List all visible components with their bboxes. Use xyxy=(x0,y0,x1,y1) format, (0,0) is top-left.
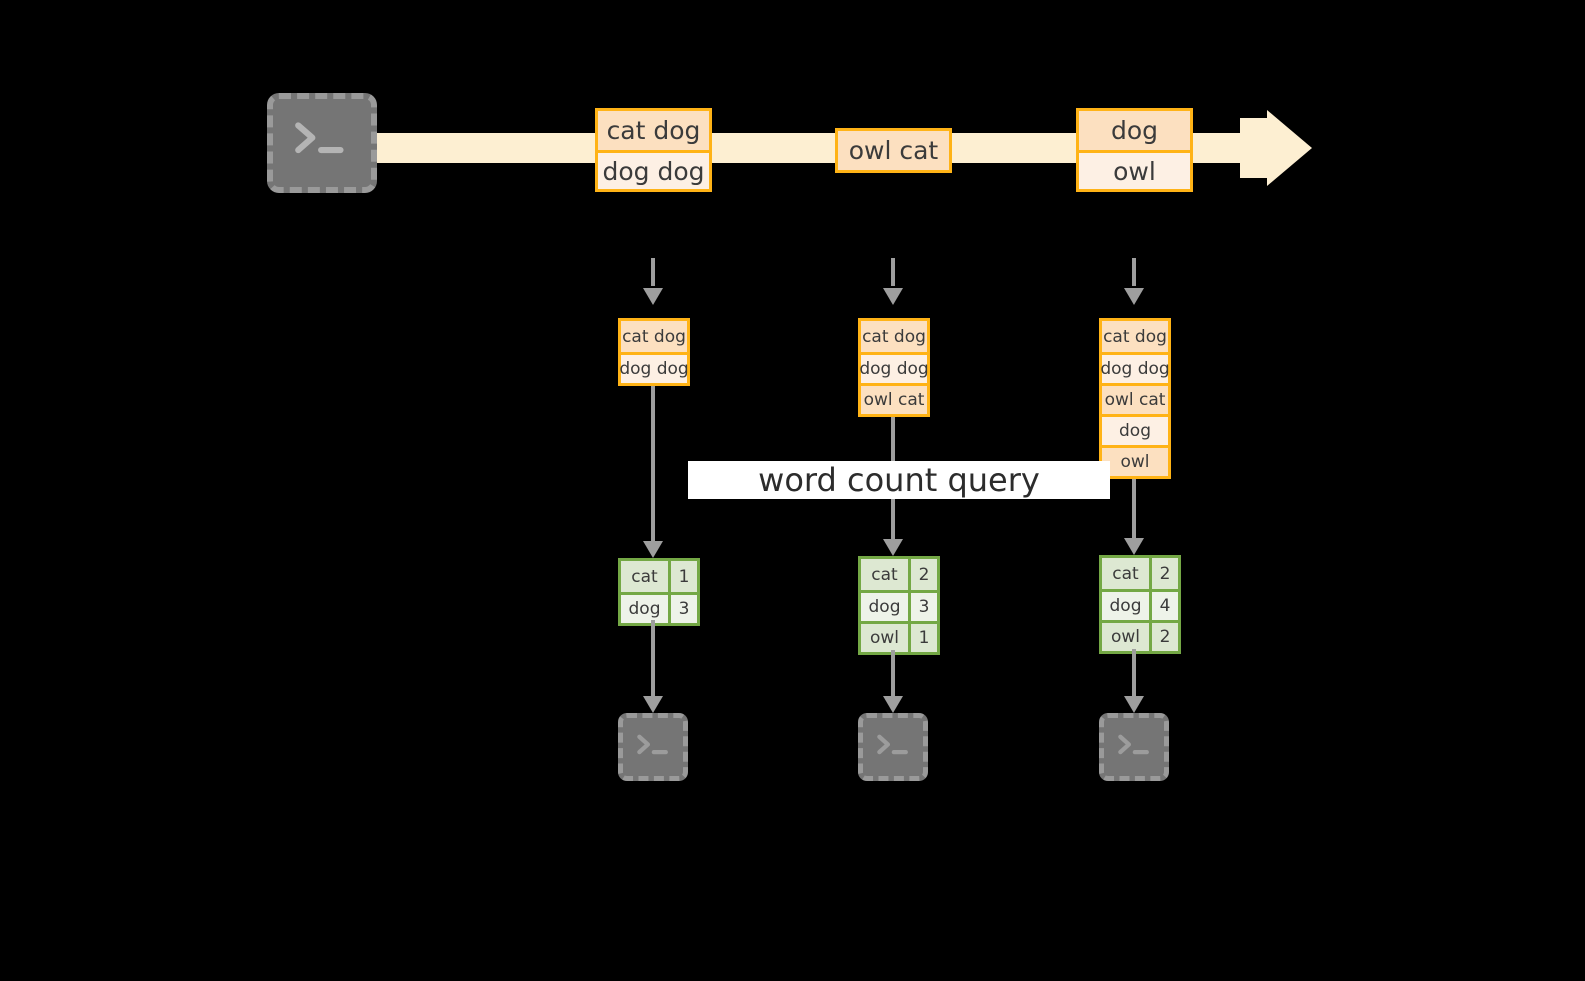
snapshot-1-dashed-arrowhead xyxy=(643,288,663,305)
snapshot-3-dashed-connector xyxy=(1132,258,1136,286)
stack-row: cat dog xyxy=(1102,321,1168,352)
result-word: cat xyxy=(1102,558,1149,589)
terminal-prompt-icon xyxy=(637,734,668,755)
result-word: dog xyxy=(1102,592,1149,620)
snapshot-3-dashed-arrowhead xyxy=(1124,288,1144,305)
table-row: dog 4 xyxy=(1102,589,1178,620)
result-count: 1 xyxy=(908,624,937,652)
stack-row: cat dog xyxy=(861,321,927,352)
table-row: cat 1 xyxy=(621,561,697,592)
snapshot-2-sink-connector xyxy=(891,650,895,698)
stream-arrow-head xyxy=(1267,110,1312,186)
stream-record-group-3: dog owl xyxy=(1076,108,1193,192)
snapshot-3-query-arrowhead xyxy=(1124,538,1144,555)
snapshot-1-query-arrowhead xyxy=(643,541,663,558)
stream-record-row: dog xyxy=(1079,111,1190,150)
snapshot-2-sink-terminal-icon xyxy=(858,713,928,781)
terminal-prompt-icon xyxy=(877,734,908,755)
snapshot-1-input-stack: cat dog dog dog xyxy=(618,318,690,386)
result-word: owl xyxy=(1102,623,1149,651)
result-word: dog xyxy=(621,595,668,623)
terminal-prompt-icon xyxy=(1118,734,1149,755)
stack-row: dog dog xyxy=(859,352,929,383)
snapshot-2-sink-arrowhead xyxy=(883,696,903,713)
snapshot-3-input-stack: cat dog dog dog owl cat dog owl xyxy=(1099,318,1171,479)
snapshot-2-dashed-connector xyxy=(891,258,895,286)
snapshot-1-sink-connector xyxy=(651,620,655,698)
snapshot-1-dashed-connector xyxy=(651,258,655,286)
table-row: dog 3 xyxy=(621,592,697,623)
table-row: owl 2 xyxy=(1102,620,1178,651)
stack-row: owl xyxy=(1102,445,1168,476)
stack-row: cat dog xyxy=(621,321,687,352)
source-terminal-icon xyxy=(267,93,377,193)
snapshot-2-result-table: cat 2 dog 3 owl 1 xyxy=(858,556,940,655)
query-label: word count query xyxy=(688,461,1110,499)
query-label-text: word count query xyxy=(758,461,1040,499)
table-row: owl 1 xyxy=(861,621,937,652)
stream-record-row: owl xyxy=(1079,150,1190,189)
result-count: 2 xyxy=(1149,558,1178,589)
table-row: cat 2 xyxy=(1102,558,1178,589)
result-word: owl xyxy=(861,624,908,652)
snapshot-3-sink-terminal-icon xyxy=(1099,713,1169,781)
result-count: 2 xyxy=(908,559,937,590)
snapshot-3-sink-connector xyxy=(1132,649,1136,698)
result-count: 2 xyxy=(1149,623,1178,651)
result-word: cat xyxy=(861,559,908,590)
snapshot-1-sink-terminal-icon xyxy=(618,713,688,781)
snapshot-1-result-table: cat 1 dog 3 xyxy=(618,558,700,626)
snapshot-1-query-connector xyxy=(651,386,655,543)
stream-record-group-2: owl cat xyxy=(835,128,952,173)
snapshot-1-sink-arrowhead xyxy=(643,696,663,713)
stream-record-row: cat dog xyxy=(598,111,709,150)
result-word: cat xyxy=(621,561,668,592)
stack-row: dog xyxy=(1102,414,1168,445)
snapshot-3-result-table: cat 2 dog 4 owl 2 xyxy=(1099,555,1181,654)
stream-arrow-shaft-wide xyxy=(1240,118,1270,178)
stack-row: owl cat xyxy=(861,383,927,414)
table-row: cat 2 xyxy=(861,559,937,590)
snapshot-2-query-arrowhead xyxy=(883,539,903,556)
stream-record-row: dog dog xyxy=(598,150,709,189)
snapshot-2-dashed-arrowhead xyxy=(883,288,903,305)
table-row: dog 3 xyxy=(861,590,937,621)
terminal-prompt-icon xyxy=(295,122,344,154)
result-count: 1 xyxy=(668,561,697,592)
snapshot-3-sink-arrowhead xyxy=(1124,696,1144,713)
snapshot-2-input-stack: cat dog dog dog owl cat xyxy=(858,318,930,417)
result-word: dog xyxy=(861,593,908,621)
stack-row: dog dog xyxy=(1100,352,1170,383)
stack-row: dog dog xyxy=(619,352,689,383)
snapshot-3-query-connector xyxy=(1132,479,1136,541)
stack-row: owl cat xyxy=(1102,383,1168,414)
result-count: 3 xyxy=(908,593,937,621)
stream-record-row: owl cat xyxy=(838,131,949,170)
result-count: 4 xyxy=(1149,592,1178,620)
stream-record-group-1: cat dog dog dog xyxy=(595,108,712,192)
result-count: 3 xyxy=(668,595,697,623)
